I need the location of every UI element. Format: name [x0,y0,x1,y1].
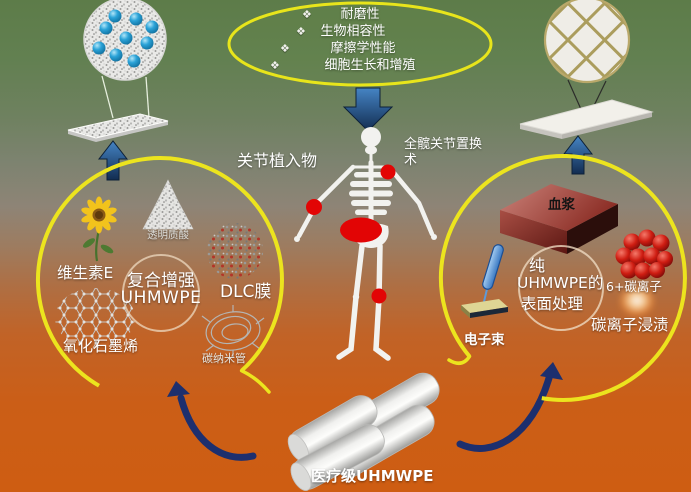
carbon-nanotube-icon [201,305,265,357]
benefit-item: 细胞生长和增殖 [324,58,416,73]
ion-glow [619,286,655,318]
left-curved-arrow-icon [167,381,257,461]
composite-uhmwpe-title-line2: UHMWPE [120,288,202,308]
diamond-bullet-icon: ❖ [302,8,312,21]
pure-uhmwpe-title-line1: 纯 [529,256,546,275]
graphene-oxide-icon [55,288,135,348]
right-center-circle-outline [518,245,604,331]
composite-microstructure-inset [67,0,169,181]
implant-markers [306,164,396,304]
plasma-label: 血浆 [548,197,575,213]
electron-beam-icon [461,244,508,318]
sunflower-icon [81,196,117,262]
electron-beam-label: 电子束 [464,332,505,348]
composite-uhmwpe-title-line1: 复合增强 [127,271,195,291]
down-arrow-icon [342,87,394,132]
left-up-arrow-icon [97,140,129,181]
pure-uhmwpe-title-line3: 表面处理 [521,295,584,313]
implant-marker-hip [340,217,382,243]
carbon-ion-spheres-icon [615,229,673,280]
graphene-oxide-label: 氧化石墨烯 [63,337,139,355]
dlc-film-label: DLC膜 [220,282,272,302]
implant-marker-shoulder [380,164,396,180]
pure-plate [519,99,654,135]
left-center-circle-outline [122,254,200,332]
nanoparticle-spheres [92,9,159,68]
implant-marker-knee [371,288,387,304]
medical-grade-uhmwpe-label: 医疗级UHMWPE [311,467,434,485]
vitamin-e-label: 维生素E [57,264,114,282]
carbon-nanotube-label: 碳纳米管 [202,352,246,365]
uhmwpe-rods-icon [287,372,440,491]
diamond-bullet-icon: ❖ [280,42,290,55]
left-cycle-ring [35,156,284,394]
right-cycle-ring [438,154,687,402]
hip-replacement-label: 全髋关节置换术 [404,137,483,168]
carbon-ion-immersion-label: 碳离子浸渍 [591,316,669,334]
skeleton-figure [294,127,437,361]
joint-implants-label: 关节植入物 [237,151,318,170]
pure-uhmwpe-title-line2: UHMWPE的 [517,274,604,292]
hyaluronic-acid-pile-icon [142,179,194,230]
crosslinked-surface-inset [519,0,654,175]
right-curved-arrow-icon [456,362,563,452]
benefit-item: 摩擦学性能 [330,41,396,56]
composite-plate [67,113,169,139]
diamond-bullet-icon: ❖ [270,59,280,72]
carbon-ions-label: 6+碳离子 [606,279,662,294]
plasma-box-icon [500,184,618,254]
implant-marker-elbow [306,199,322,215]
hyaluronic-acid-label: 透明质酸 [147,229,189,241]
benefit-item: 生物相容性 [320,24,386,39]
benefits-ellipse-outline [227,1,493,87]
diamond-bullet-icon: ❖ [296,25,306,38]
dlc-molecule-icon [207,223,263,279]
benefits-list: ❖ ❖ ❖ ❖ 耐磨性 生物相容性 摩擦学性能 细胞生长和增殖 [250,3,470,75]
benefit-item: 耐磨性 [340,7,380,22]
